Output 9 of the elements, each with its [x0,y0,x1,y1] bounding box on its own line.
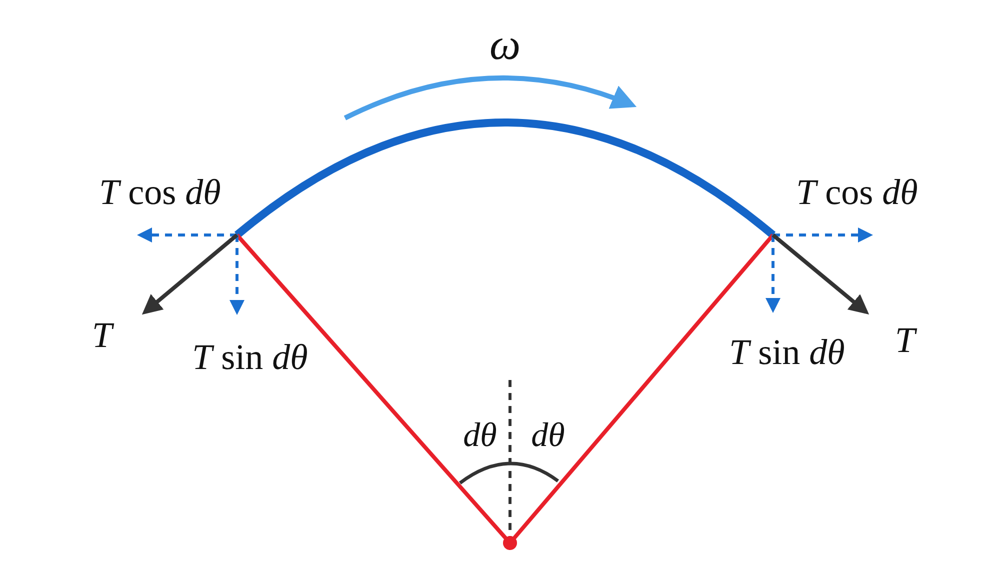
force-label: T [92,317,112,353]
force-component-label: T sin dθ [729,334,845,370]
force-component-label: T cos dθ [99,174,221,210]
angular-velocity-label: ω [489,23,521,67]
force-component-label: T sin dθ [192,339,308,375]
angle-label: dθ [463,419,497,453]
force-component-label: T cos dθ [796,174,918,210]
angle-label: dθ [531,419,565,453]
force-label: T [894,322,916,358]
